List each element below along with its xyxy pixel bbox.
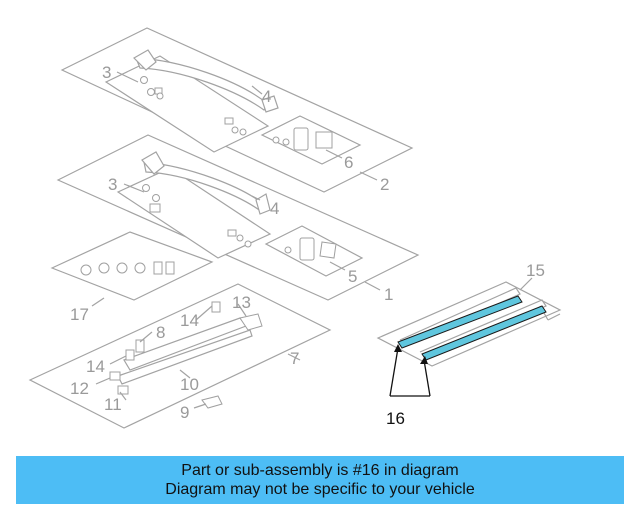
caption-line-1: Part or sub-assembly is #16 in diagram [181,462,459,479]
side-rail-panel [28,283,332,429]
callout-3: 3 [108,175,117,194]
callout-15: 15 [526,261,545,280]
molding-assembly [376,277,562,397]
callout-11: 11 [104,395,122,414]
callout-12: 12 [70,379,89,398]
callout-4: 4 [262,87,271,106]
callout-17: 17 [70,305,89,324]
callout-8: 8 [156,323,165,342]
lower-rack-panel [56,134,420,301]
callout-7: 7 [290,349,299,368]
part-caption-banner: Part or sub-assembly is #16 in diagram D… [16,456,624,504]
callout-2: 2 [380,175,389,194]
upper-rack-panel [60,27,414,193]
callout-14: 14 [180,311,199,330]
callout-3: 3 [102,63,111,82]
molding-strip-highlighted[interactable] [397,295,523,349]
callout-4: 4 [270,199,279,218]
parts-diagram: 3 4 6 2 3 4 5 1 17 13 14 8 7 14 12 10 11… [28,27,562,429]
callout-10: 10 [180,375,199,394]
callout-6: 6 [344,153,353,172]
callout-16[interactable]: 16 [386,409,405,428]
caption-line-2: Diagram may not be specific to your vehi… [165,481,475,498]
callout-5: 5 [348,267,357,286]
callout-14: 14 [86,357,105,376]
callout-9: 9 [180,403,189,422]
caps-panel [50,231,214,307]
callout-1: 1 [384,285,393,304]
callout-13: 13 [232,293,251,312]
